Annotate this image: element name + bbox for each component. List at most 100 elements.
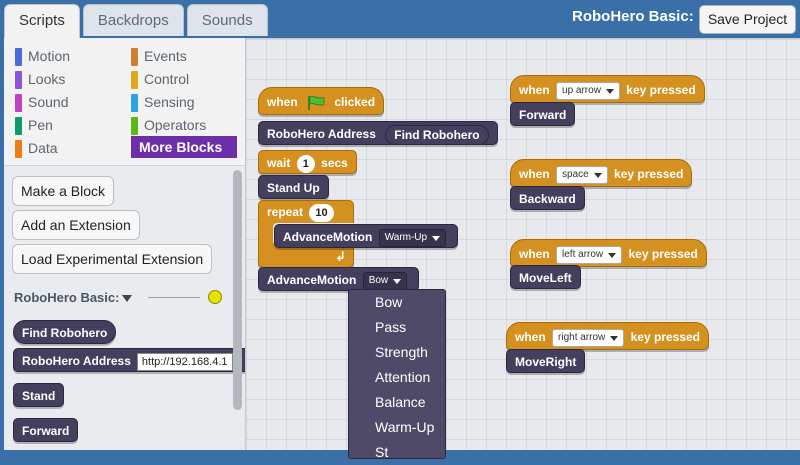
motion-dropdown-menu: Bow Pass Strength Attention Balance Warm… [348, 289, 446, 460]
extension-header[interactable]: RoboHero Basic: [14, 290, 133, 305]
block-label: key pressed [626, 83, 696, 97]
robohero-address-block[interactable]: RoboHero Address Find Robohero [258, 121, 498, 145]
repeat-count-input[interactable]: 10 [309, 203, 334, 222]
block-label: Backward [519, 192, 576, 206]
pen-swatch-icon [15, 117, 22, 136]
when-flag-clicked-block[interactable]: when clicked [258, 87, 385, 115]
motion-swatch-icon [15, 48, 22, 67]
palette-block-find-robohero[interactable]: Find Robohero [13, 320, 117, 344]
block-label: AdvanceMotion [267, 273, 357, 287]
category-sound[interactable]: Sound [15, 92, 69, 113]
block-palette: Motion Looks Sound Pen Data Events Contr… [4, 38, 246, 450]
menu-item-warm-up[interactable]: Warm-Up [375, 419, 435, 435]
when-key-pressed-block[interactable]: when space key pressed [510, 159, 693, 187]
palette-scrollbar-thumb[interactable] [233, 170, 242, 410]
editor-tabs: Scripts Backdrops Sounds [4, 4, 268, 40]
category-label: Looks [28, 71, 66, 87]
menu-item-bow[interactable]: Bow [375, 294, 403, 310]
tab-scripts[interactable]: Scripts [4, 4, 80, 40]
connection-status-icon [208, 290, 222, 304]
find-robohero-reporter[interactable]: Find Robohero [385, 124, 489, 145]
extension-name: RoboHero Basic: [14, 290, 120, 305]
category-label: Control [144, 71, 190, 87]
extension-divider [148, 297, 200, 298]
category-events[interactable]: Events [131, 46, 187, 67]
when-key-pressed-block[interactable]: when up arrow key pressed [510, 75, 705, 103]
wait-secs-block[interactable]: wait 1 secs [258, 150, 357, 174]
chevron-down-icon[interactable] [122, 295, 133, 303]
category-sensing[interactable]: Sensing [131, 92, 195, 113]
address-input[interactable]: http://192.168.4.1 [136, 352, 233, 371]
category-label: Events [144, 48, 187, 64]
scripts-area[interactable]: when clicked RoboHero Address Find Roboh… [246, 38, 800, 450]
category-pen[interactable]: Pen [15, 115, 53, 136]
move-left-block[interactable]: MoveLeft [510, 265, 581, 289]
block-label: when [267, 95, 298, 109]
motion-dropdown[interactable]: Warm-Up [378, 228, 447, 247]
backward-block[interactable]: Backward [510, 186, 585, 210]
category-more-blocks[interactable]: More Blocks [131, 136, 237, 158]
block-label: wait [267, 156, 291, 170]
when-key-pressed-block[interactable]: when right arrow key pressed [506, 322, 709, 350]
palette-block-robohero-address[interactable]: RoboHero Address http://192.168.4.1 [13, 348, 245, 372]
advance-motion-bow-block[interactable]: AdvanceMotion Bow [258, 267, 420, 291]
block-label: Forward [519, 108, 567, 122]
key-dropdown[interactable]: up arrow [556, 81, 620, 100]
control-swatch-icon [131, 71, 138, 90]
sound-swatch-icon [15, 94, 22, 113]
block-label: RoboHero Address [267, 127, 376, 141]
key-dropdown[interactable]: space [556, 165, 608, 184]
menu-item-attention[interactable]: Attention [375, 369, 431, 385]
block-label: when [519, 247, 550, 261]
wait-seconds-input[interactable]: 1 [296, 154, 315, 173]
menu-item-st[interactable]: St [375, 444, 389, 460]
category-data[interactable]: Data [15, 138, 58, 159]
category-label: Sound [28, 94, 69, 110]
block-label: Stand [22, 389, 56, 403]
menu-item-balance[interactable]: Balance [375, 394, 426, 410]
block-label: key pressed [614, 167, 684, 181]
move-right-block[interactable]: MoveRight [506, 349, 586, 373]
palette-block-stand[interactable]: Stand [13, 383, 65, 407]
load-experimental-extension-button[interactable]: Load Experimental Extension [12, 244, 213, 274]
key-dropdown[interactable]: left arrow [556, 245, 623, 264]
loop-arrow-icon: ↲ [335, 249, 346, 264]
category-label: Data [28, 140, 58, 156]
forward-block[interactable]: Forward [510, 102, 576, 126]
key-dropdown[interactable]: right arrow [552, 328, 625, 347]
block-label: RoboHero Address [22, 354, 131, 368]
project-title: RoboHero Basic: [572, 8, 694, 25]
palette-block-forward[interactable]: Forward [13, 418, 79, 442]
block-label: clicked [334, 95, 376, 109]
top-bar: Scripts Backdrops Sounds RoboHero Basic:… [0, 0, 800, 40]
looks-swatch-icon [15, 71, 22, 90]
category-label: Pen [28, 117, 53, 133]
block-label: key pressed [630, 330, 700, 344]
block-label: when [519, 83, 550, 97]
block-label: AdvanceMotion [283, 230, 373, 244]
events-swatch-icon [131, 48, 138, 67]
make-block-button[interactable]: Make a Block [12, 176, 115, 206]
stand-up-block[interactable]: Stand Up [258, 175, 329, 199]
category-control[interactable]: Control [131, 69, 190, 90]
when-key-pressed-block[interactable]: when left arrow key pressed [510, 239, 707, 267]
block-label: Forward [22, 424, 70, 438]
block-label: MoveLeft [519, 271, 572, 285]
advance-motion-warmup-block[interactable]: AdvanceMotion Warm-Up [274, 224, 459, 248]
tab-backdrops[interactable]: Backdrops [82, 4, 184, 36]
operators-swatch-icon [131, 117, 138, 136]
block-label: repeat [267, 205, 304, 219]
menu-item-strength[interactable]: Strength [375, 344, 428, 360]
category-motion[interactable]: Motion [15, 46, 70, 67]
add-extension-button[interactable]: Add an Extension [12, 210, 140, 240]
sensing-swatch-icon [131, 94, 138, 113]
category-looks[interactable]: Looks [15, 69, 66, 90]
tab-sounds[interactable]: Sounds [186, 4, 268, 36]
category-label: Operators [144, 117, 207, 133]
category-operators[interactable]: Operators [131, 115, 207, 136]
block-label: key pressed [628, 247, 698, 261]
save-project-button[interactable]: Save Project [699, 5, 796, 34]
menu-item-pass[interactable]: Pass [375, 319, 407, 335]
motion-dropdown-open[interactable]: Bow [362, 271, 408, 290]
block-label: when [519, 167, 550, 181]
